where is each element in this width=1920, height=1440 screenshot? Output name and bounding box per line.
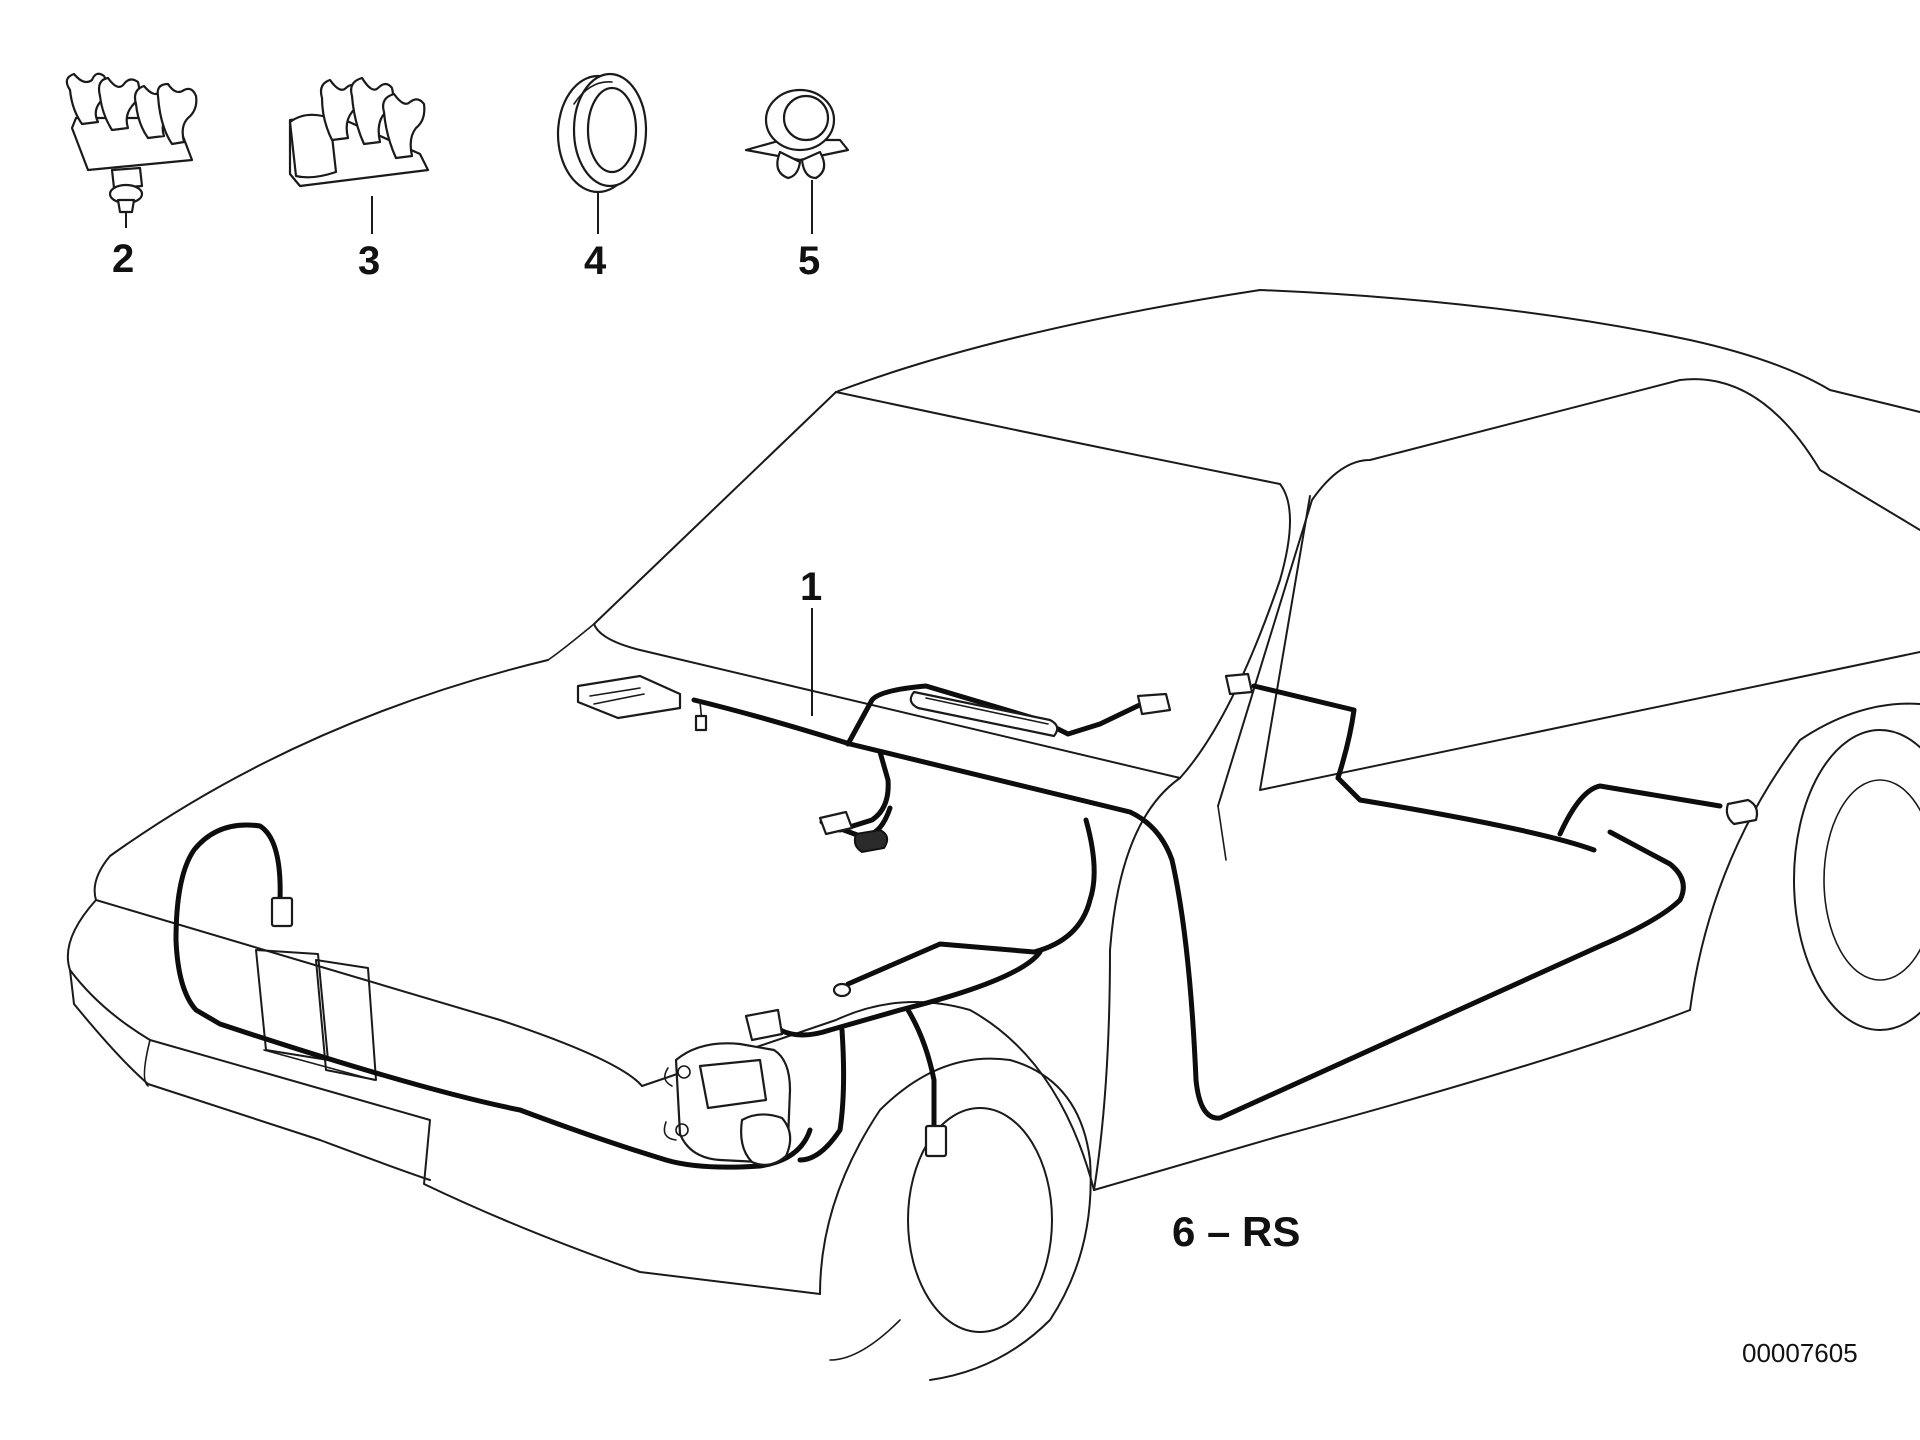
part-5-cable-strap bbox=[744, 88, 850, 234]
callout-2: 2 bbox=[112, 237, 134, 281]
rear-sensor-connector-right bbox=[1725, 798, 1759, 826]
rear-sensor-connector-top bbox=[1224, 672, 1254, 696]
front-right-sensor bbox=[924, 1124, 948, 1158]
drawing-number: 00007605 bbox=[1742, 1338, 1858, 1368]
callout-5: 5 bbox=[798, 239, 820, 283]
part-3-clip-holder bbox=[288, 76, 430, 234]
part-2-double-clip bbox=[65, 72, 198, 228]
callout-1: 1 bbox=[800, 565, 822, 609]
control-module bbox=[576, 674, 708, 732]
part-4-grommet bbox=[556, 72, 648, 234]
front-left-sensor bbox=[270, 896, 294, 928]
relay-connector bbox=[744, 1008, 784, 1042]
wheel-speed-sensors-center bbox=[818, 810, 889, 854]
callout-3: 3 bbox=[358, 239, 380, 283]
windshield-connector bbox=[1136, 692, 1172, 716]
callout-4: 4 bbox=[584, 239, 607, 283]
hydraulic-unit bbox=[663, 1042, 792, 1167]
resistor-tube bbox=[909, 690, 1059, 738]
car-body-outline bbox=[66, 289, 1920, 1381]
wiring-harness bbox=[173, 683, 1723, 1170]
callout-6-rs: 6 – RS bbox=[1172, 1208, 1300, 1255]
hood-wire-end bbox=[832, 982, 852, 998]
